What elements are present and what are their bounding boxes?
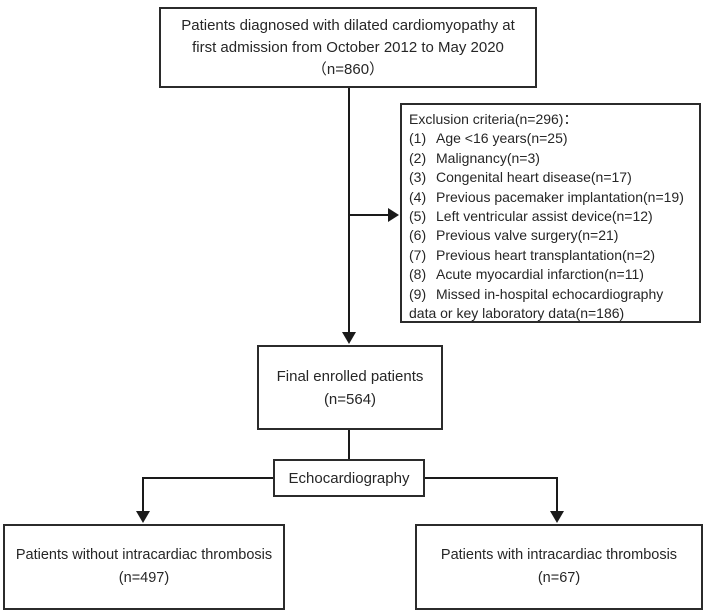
top-box-count: （n=860） <box>311 60 385 78</box>
exclusion-item-text: Congenital heart disease(n=17) <box>436 169 632 186</box>
exclusion-item: (8) Acute myocardial infarction(n=11) <box>409 265 692 284</box>
exclusion-item: (5) Left ventricular assist device(n=12) <box>409 207 692 226</box>
top-box-text: Patients diagnosed with dilated cardiomy… <box>181 16 515 56</box>
with-thrombosis-count: (n=67) <box>537 570 581 586</box>
exclusion-item-text: Age <16 years(n=25) <box>436 130 568 147</box>
final-enrolled-count: (n=564) <box>323 390 377 408</box>
without-thrombosis-text: Patients without intracardiac thrombosis <box>15 547 273 563</box>
exclusion-item-number: (6) <box>409 227 427 244</box>
exclusion-list: (1) Age <16 years(n=25) (2) Malignancy(n=3… <box>409 129 692 323</box>
exclusion-item-number: (8) <box>409 266 427 283</box>
exclusion-item: (9)Missed in-hospital echocardiography d… <box>409 285 692 324</box>
exclusion-item: (4) Previous pacemaker implantation(n=19) <box>409 188 692 207</box>
exclusion-title: Exclusion criteria(n=296)： <box>409 111 578 127</box>
top-box-diagnosed-patients: Patients diagnosed with dilated cardiomy… <box>159 7 537 88</box>
arrowhead-down-final-icon <box>342 332 356 344</box>
exclusion-item: (2) Malignancy(n=3) <box>409 149 692 168</box>
with-thrombosis-box: Patients with intracardiac thrombosis (n… <box>415 524 703 610</box>
exclusion-item-number: (9) <box>409 285 427 302</box>
arrowhead-down-right-box-icon <box>550 511 564 523</box>
arrowhead-right-exclusion-icon <box>388 208 399 222</box>
exclusion-item: (7) Previous heart transplantation(n=2) <box>409 246 692 265</box>
exclusion-item-text: Left ventricular assist device(n=12) <box>436 208 653 225</box>
exclusion-item-text: Previous valve surgery(n=21) <box>436 227 619 244</box>
exclusion-item-text: Previous pacemaker implantation(n=19) <box>436 188 684 205</box>
exclusion-item-text: Malignancy(n=3) <box>436 149 540 166</box>
exclusion-item: (1) Age <16 years(n=25) <box>409 129 692 148</box>
exclusion-item: (3) Congenital heart disease(n=17) <box>409 168 692 187</box>
without-thrombosis-count: (n=497) <box>118 570 170 586</box>
final-enrolled-box: Final enrolled patients (n=564) <box>257 345 443 430</box>
echocardiography-label: Echocardiography <box>288 469 410 487</box>
exclusion-item-number: (2) <box>409 149 427 166</box>
arrowhead-down-left-box-icon <box>136 511 150 523</box>
exclusion-criteria-box: Exclusion criteria(n=296)： (1) Age <16 ye… <box>400 103 701 323</box>
exclusion-item-text: Missed in-hospital echocardiography data… <box>409 285 664 322</box>
exclusion-item-number: (1) <box>409 130 427 147</box>
exclusion-item-text: Previous heart transplantation(n=2) <box>436 246 656 263</box>
without-thrombosis-box: Patients without intracardiac thrombosis… <box>3 524 285 610</box>
echocardiography-box: Echocardiography <box>273 459 425 497</box>
exclusion-item: (6) Previous valve surgery(n=21) <box>409 226 692 245</box>
exclusion-item-number: (4) <box>409 188 427 205</box>
with-thrombosis-text: Patients with intracardiac thrombosis <box>440 547 678 563</box>
exclusion-item-number: (3) <box>409 169 427 186</box>
final-enrolled-text: Final enrolled patients <box>276 367 424 385</box>
exclusion-item-number: (5) <box>409 208 427 225</box>
exclusion-item-number: (7) <box>409 246 427 263</box>
exclusion-item-text: Acute myocardial infarction(n=11) <box>436 266 644 283</box>
